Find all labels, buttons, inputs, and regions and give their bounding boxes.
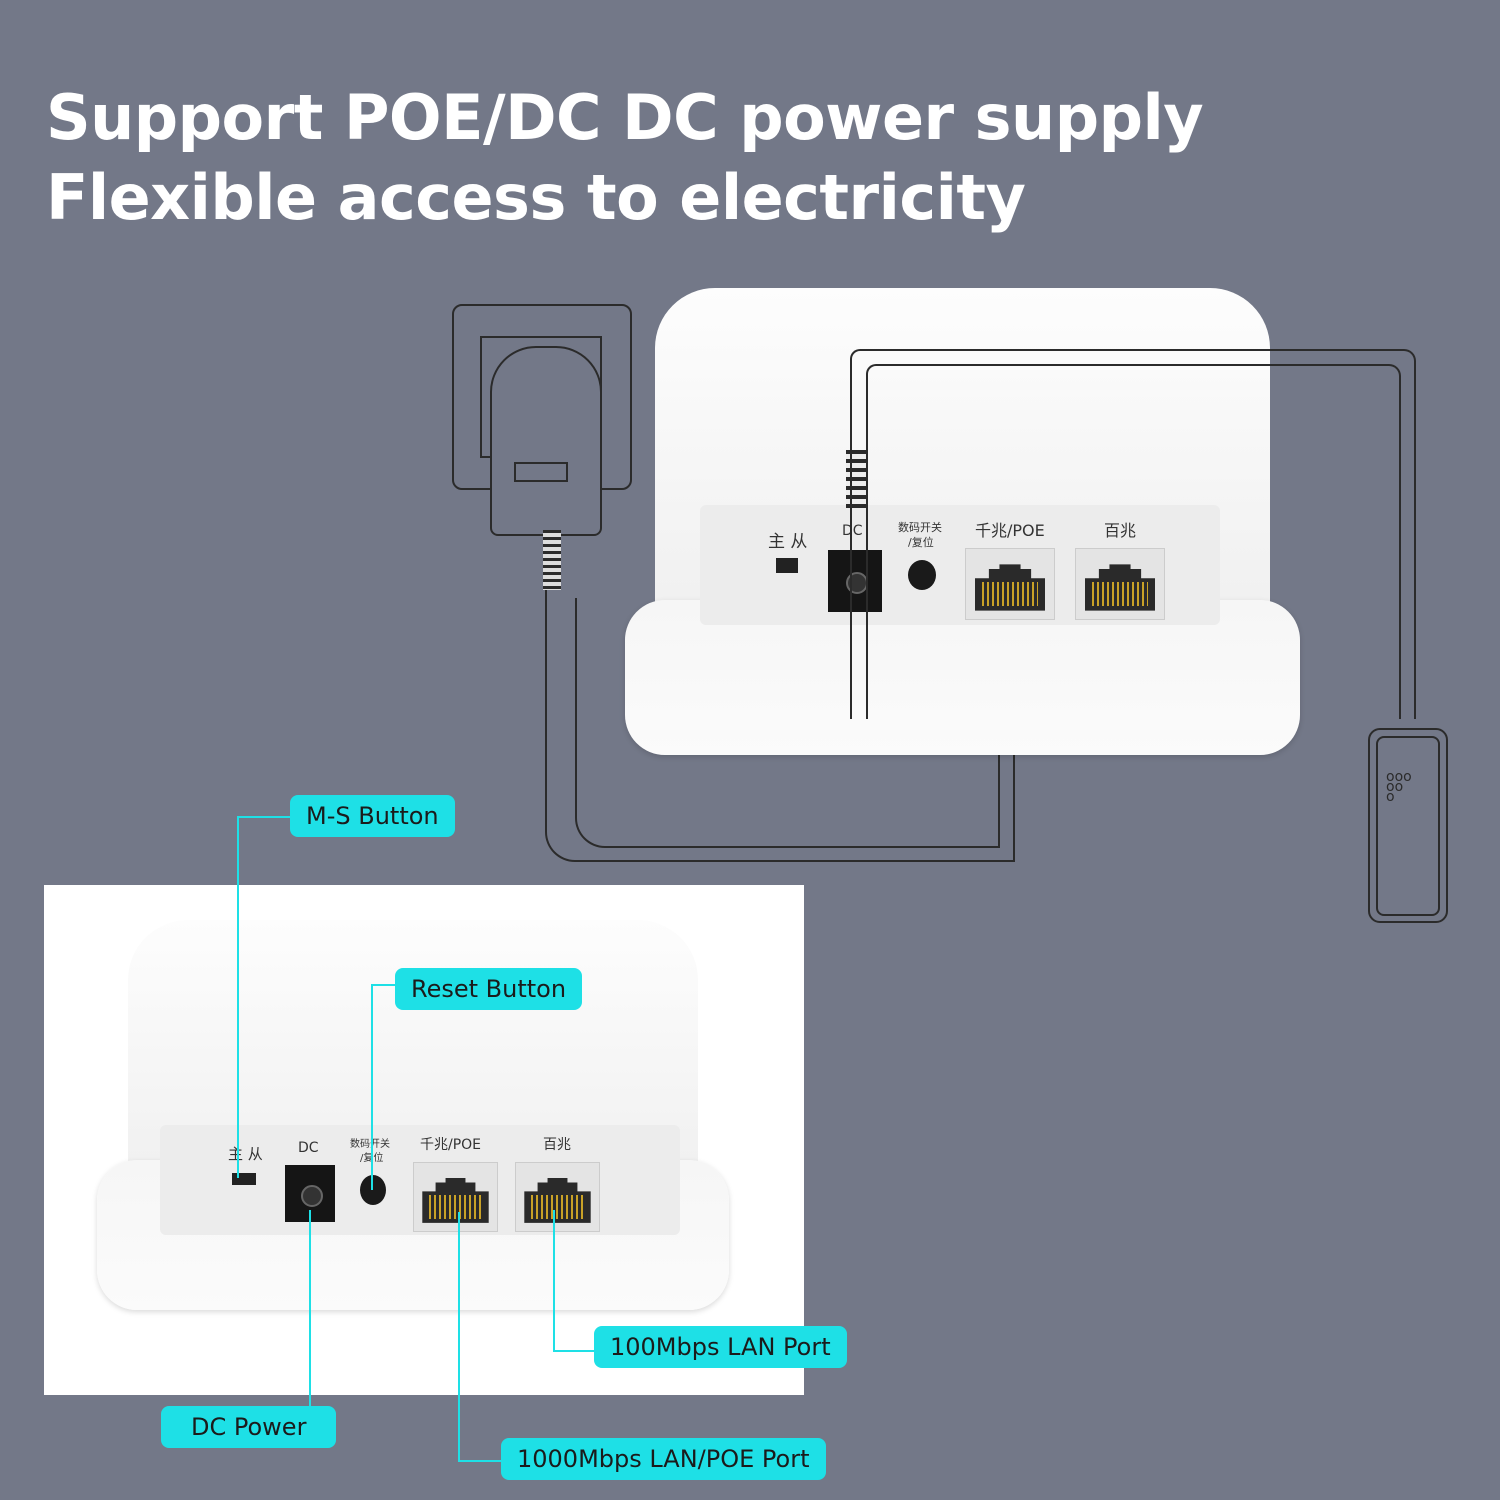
ms-switch-2[interactable] — [232, 1173, 256, 1185]
fast-label: 百兆 — [1104, 521, 1137, 540]
reset-label-2: /复位 — [908, 536, 934, 549]
fast-label-2: 百兆 — [543, 1137, 571, 1153]
ms-label-2: 主 从 — [228, 1145, 263, 1163]
ms-label: 主 从 — [768, 532, 808, 552]
ms-switch[interactable] — [776, 558, 798, 573]
callout-reset-button: Reset Button — [395, 968, 583, 1010]
poe-cable — [850, 349, 1416, 719]
dc-label-2: DC — [298, 1140, 319, 1156]
callout-dc-power: DC Power — [161, 1406, 337, 1448]
callout-ms-button: M-S Button — [290, 795, 455, 837]
adapter-plug — [543, 530, 561, 590]
gigabit-poe-port-2[interactable] — [413, 1162, 498, 1232]
callout-1000mbps-poe: 1000Mbps LAN/POE Port — [501, 1438, 826, 1480]
reset-button[interactable] — [908, 560, 936, 590]
fast-ethernet-port[interactable] — [1075, 548, 1165, 620]
reset-label-3: 数码开关 — [350, 1139, 390, 1150]
dc-label: DC — [842, 523, 863, 539]
callout-100mbps-lan: 100Mbps LAN Port — [594, 1326, 847, 1368]
gigabit-poe-port[interactable] — [965, 548, 1055, 620]
wall-adapter — [452, 304, 632, 536]
reset-button-2[interactable] — [360, 1175, 386, 1205]
reset-label: 数码开关 — [898, 521, 942, 534]
poe-cable-inner — [866, 364, 1401, 719]
page-title: Support POE/DC DC power supply Flexible … — [46, 81, 1204, 234]
top-device-base — [625, 600, 1300, 755]
poe-label: 千兆/POE — [975, 521, 1045, 540]
fast-ethernet-port-2[interactable] — [515, 1162, 600, 1232]
poe-label-2: 千兆/POE — [420, 1137, 482, 1153]
